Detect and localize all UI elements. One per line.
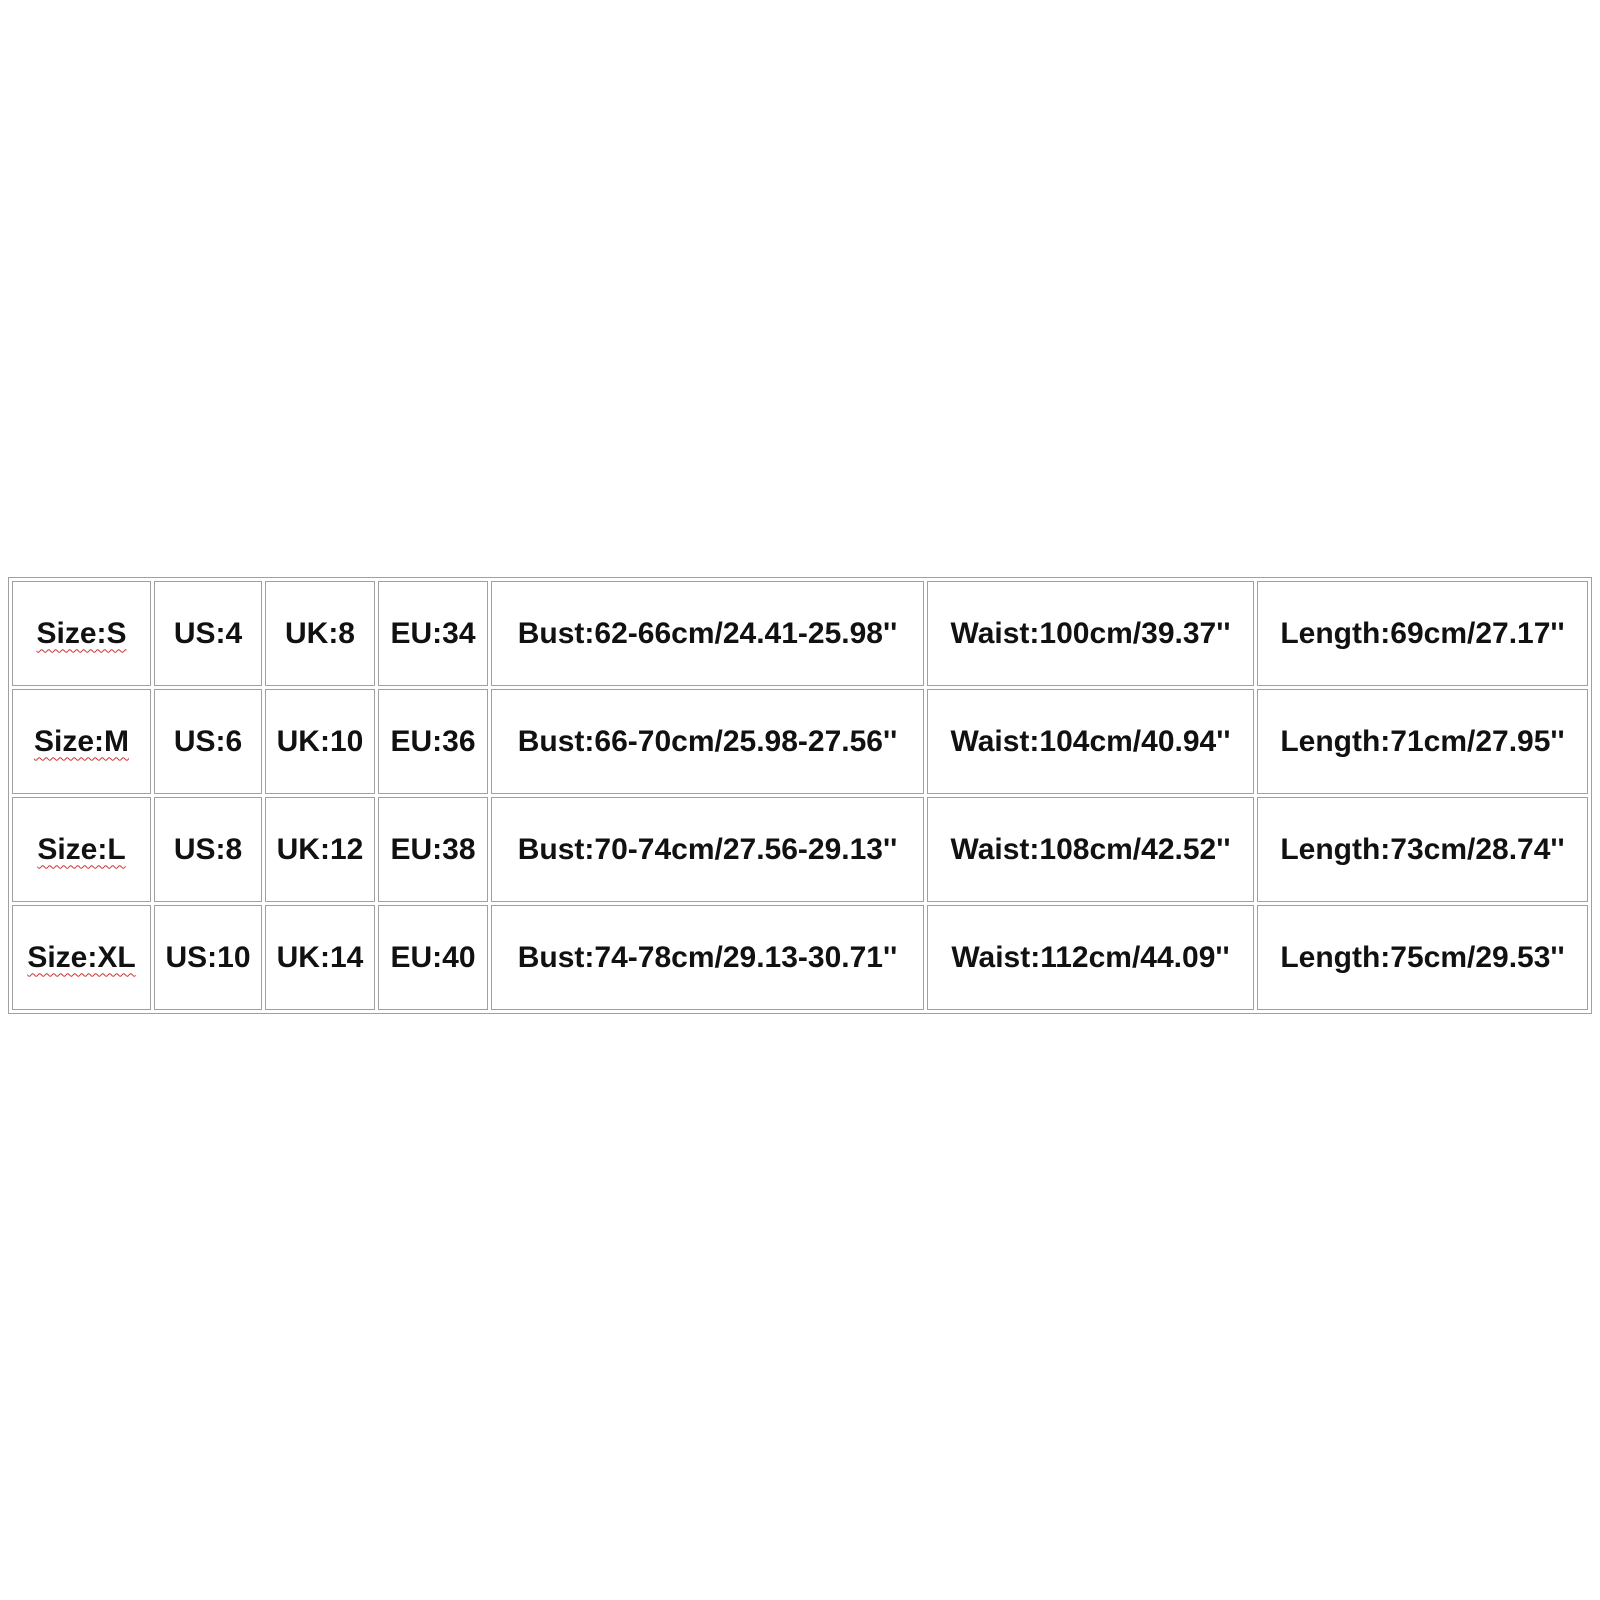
eu-size-cell: EU:40 (378, 905, 488, 1010)
uk-size-cell: UK:10 (265, 689, 375, 794)
size-cell: Size:L (12, 797, 151, 902)
waist-cell: Waist:104cm/40.94'' (927, 689, 1254, 794)
bust-cell: Bust:62-66cm/24.41-25.98'' (491, 581, 924, 686)
uk-size-cell: UK:14 (265, 905, 375, 1010)
size-cell: Size:XL (12, 905, 151, 1010)
size-chart-table: Size:S US:4 UK:8 EU:34 Bust:62-66cm/24.4… (9, 578, 1591, 1013)
bust-cell: Bust:70-74cm/27.56-29.13'' (491, 797, 924, 902)
table-row: Size:S US:4 UK:8 EU:34 Bust:62-66cm/24.4… (12, 581, 1588, 686)
size-cell: Size:M (12, 689, 151, 794)
table-row: Size:XL US:10 UK:14 EU:40 Bust:74-78cm/2… (12, 905, 1588, 1010)
waist-cell: Waist:100cm/39.37'' (927, 581, 1254, 686)
uk-size-cell: UK:8 (265, 581, 375, 686)
waist-cell: Waist:108cm/42.52'' (927, 797, 1254, 902)
bust-cell: Bust:66-70cm/25.98-27.56'' (491, 689, 924, 794)
size-label: Size:S (36, 616, 127, 650)
bust-cell: Bust:74-78cm/29.13-30.71'' (491, 905, 924, 1010)
size-chart: Size:S US:4 UK:8 EU:34 Bust:62-66cm/24.4… (8, 577, 1592, 1014)
length-cell: Length:69cm/27.17'' (1257, 581, 1588, 686)
waist-cell: Waist:112cm/44.09'' (927, 905, 1254, 1010)
us-size-cell: US:10 (154, 905, 262, 1010)
us-size-cell: US:4 (154, 581, 262, 686)
length-cell: Length:73cm/28.74'' (1257, 797, 1588, 902)
eu-size-cell: EU:38 (378, 797, 488, 902)
size-label: Size:M (33, 724, 129, 758)
length-cell: Length:75cm/29.53'' (1257, 905, 1588, 1010)
size-cell: Size:S (12, 581, 151, 686)
table-row: Size:M US:6 UK:10 EU:36 Bust:66-70cm/25.… (12, 689, 1588, 794)
us-size-cell: US:6 (154, 689, 262, 794)
size-label: Size:XL (27, 940, 136, 974)
uk-size-cell: UK:12 (265, 797, 375, 902)
eu-size-cell: EU:34 (378, 581, 488, 686)
size-label: Size:L (37, 832, 126, 866)
eu-size-cell: EU:36 (378, 689, 488, 794)
us-size-cell: US:8 (154, 797, 262, 902)
table-row: Size:L US:8 UK:12 EU:38 Bust:70-74cm/27.… (12, 797, 1588, 902)
length-cell: Length:71cm/27.95'' (1257, 689, 1588, 794)
